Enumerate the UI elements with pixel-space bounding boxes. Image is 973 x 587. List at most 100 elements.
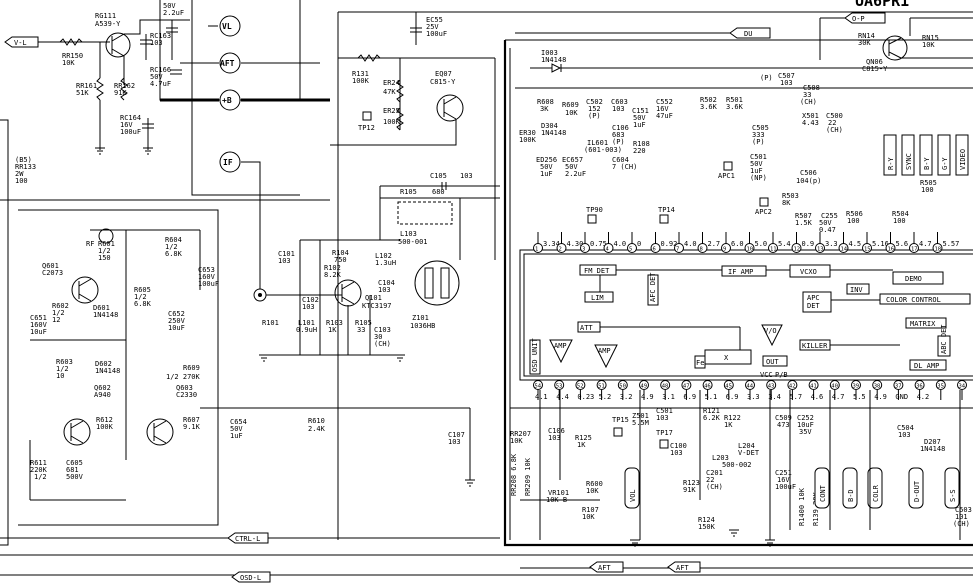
ic-pin-voltage: 6.0: [731, 240, 744, 248]
svg-text:103: 103: [898, 431, 911, 439]
tag-aft-2: AFT: [667, 561, 701, 573]
svg-text:R612: R612: [96, 416, 113, 424]
svg-text:Q101: Q101: [365, 294, 382, 302]
svg-text:1/2: 1/2: [165, 243, 178, 251]
svg-text:33: 33: [357, 326, 365, 334]
svg-text:(CH): (CH): [826, 126, 843, 134]
svg-text:10uF: 10uF: [30, 328, 47, 336]
svg-text:AFT: AFT: [676, 564, 689, 572]
svg-text:1uF: 1uF: [540, 170, 553, 178]
svg-text:VL: VL: [222, 22, 232, 31]
svg-text:50V: 50V: [750, 160, 763, 168]
ic-pin-voltage: 5.6: [896, 240, 909, 248]
svg-text:EQ07: EQ07: [435, 70, 452, 78]
svg-text:R107: R107: [582, 506, 599, 514]
svg-text:(P): (P): [612, 138, 625, 146]
svg-text:50V: 50V: [540, 163, 553, 171]
svg-text:50V: 50V: [565, 163, 578, 171]
ic-pin-bottom: 433.4: [766, 380, 781, 401]
svg-text:B-D: B-D: [847, 489, 855, 502]
svg-text:683: 683: [612, 131, 625, 139]
ic-pin-number: 49: [641, 384, 648, 390]
q-rg111: RG111 A539-Y: [95, 12, 190, 85]
svg-text:C106: C106: [612, 124, 629, 132]
svg-text:SYNC: SYNC: [905, 153, 913, 170]
ic-pin-number: 9: [723, 247, 726, 253]
svg-text:C501: C501: [750, 153, 767, 161]
ic-bottom-pins: 544.1534.4520.23515.2503.2494.9483.1476.…: [533, 380, 967, 401]
svg-text:COLR: COLR: [872, 484, 880, 502]
svg-text:103: 103: [448, 438, 461, 446]
ic-pin-top: 50: [627, 232, 641, 253]
ic-pin-voltage: 4.30: [567, 240, 584, 248]
svg-text:100K: 100K: [383, 118, 401, 126]
svg-text:1/2: 1/2: [98, 247, 111, 255]
ic-pin-bottom: 456.9: [723, 380, 738, 401]
svg-text:O-P: O-P: [852, 15, 865, 23]
right-signal-tag: VIDEO: [955, 134, 969, 176]
block-fe: Fe: [696, 359, 704, 367]
ic-pin-number: 34: [959, 384, 966, 390]
svg-text:C255: C255: [821, 212, 838, 220]
svg-text:10K: 10K: [922, 41, 935, 49]
ic-pin-top: 24.30: [556, 232, 584, 253]
ic-pin-number: 18: [935, 247, 942, 253]
ic-pin-voltage: 5.16: [872, 240, 889, 248]
svg-text:12: 12: [52, 316, 60, 324]
svg-text:R504: R504: [892, 210, 909, 218]
svg-text:50V: 50V: [163, 2, 176, 10]
svg-text:1K: 1K: [328, 326, 337, 334]
svg-text:50V: 50V: [633, 114, 646, 122]
svg-text:1.3uH: 1.3uH: [375, 259, 396, 267]
svg-text:1/2 270K: 1/2 270K: [166, 373, 201, 381]
block-amp-2: AMP: [598, 347, 611, 355]
svg-text:100uF: 100uF: [198, 280, 219, 288]
block-det: DET: [807, 302, 820, 310]
svg-text:RN15: RN15: [922, 34, 939, 42]
svg-text:333: 333: [752, 131, 765, 139]
ic-pin-voltage: 4.9: [874, 393, 887, 401]
svg-text:152: 152: [588, 105, 601, 113]
svg-text:100uF: 100uF: [120, 128, 141, 136]
ic-pin-top: 144.5: [838, 232, 861, 253]
svg-text:TP15: TP15: [612, 416, 629, 424]
ic-pin-number: 38: [874, 384, 881, 390]
svg-text:50V: 50V: [150, 73, 163, 81]
ic-pin-bottom: 395.5: [851, 380, 866, 401]
svg-text:100: 100: [921, 186, 934, 194]
svg-text:1/2: 1/2: [56, 365, 69, 373]
ic-pin-number: 42: [789, 384, 796, 390]
svg-text:AFT: AFT: [598, 564, 611, 572]
svg-text:R602: R602: [52, 302, 69, 310]
ic-pin-top: 60.92: [650, 232, 677, 253]
svg-text:R102: R102: [324, 264, 341, 272]
ic-pin-voltage: 3.4: [768, 393, 781, 401]
svg-text:C504: C504: [897, 424, 914, 432]
svg-text:(CH): (CH): [374, 340, 391, 348]
svg-text:1N4148: 1N4148: [95, 367, 120, 375]
svg-text:103: 103: [656, 414, 669, 422]
right-signal-tag: SYNC: [901, 134, 915, 176]
svg-text:(CH): (CH): [800, 98, 817, 106]
ic-pin-voltage: 5.1: [705, 393, 718, 401]
svg-text:1N4148: 1N4148: [541, 56, 566, 64]
svg-text:250V: 250V: [168, 317, 186, 325]
ground-symbols: [95, 147, 775, 547]
block-color-control: COLOR CONTROL: [886, 296, 941, 304]
svg-text:100: 100: [847, 217, 860, 225]
ic-pin-bottom: 544.1: [533, 380, 548, 401]
svg-text:Q603: Q603: [176, 384, 193, 392]
ic-pin-voltage: 3.3: [747, 393, 760, 401]
svg-text:IL601: IL601: [587, 139, 608, 147]
svg-text:2.2uF: 2.2uF: [565, 170, 586, 178]
svg-text:C107: C107: [448, 431, 465, 439]
ic-pin-number: 2: [559, 247, 562, 253]
bottom-signal-tag: COLR: [867, 467, 883, 509]
svg-text:1K: 1K: [724, 421, 733, 429]
ic-pin-number: 51: [598, 384, 605, 390]
svg-text:0.9uH: 0.9uH: [296, 326, 317, 334]
svg-text:500-001: 500-001: [398, 238, 428, 246]
ic-top-pins: 13.3424.3030.7544.05060.9274.082.796.010…: [533, 232, 959, 253]
connector-vl: VL: [208, 15, 241, 37]
